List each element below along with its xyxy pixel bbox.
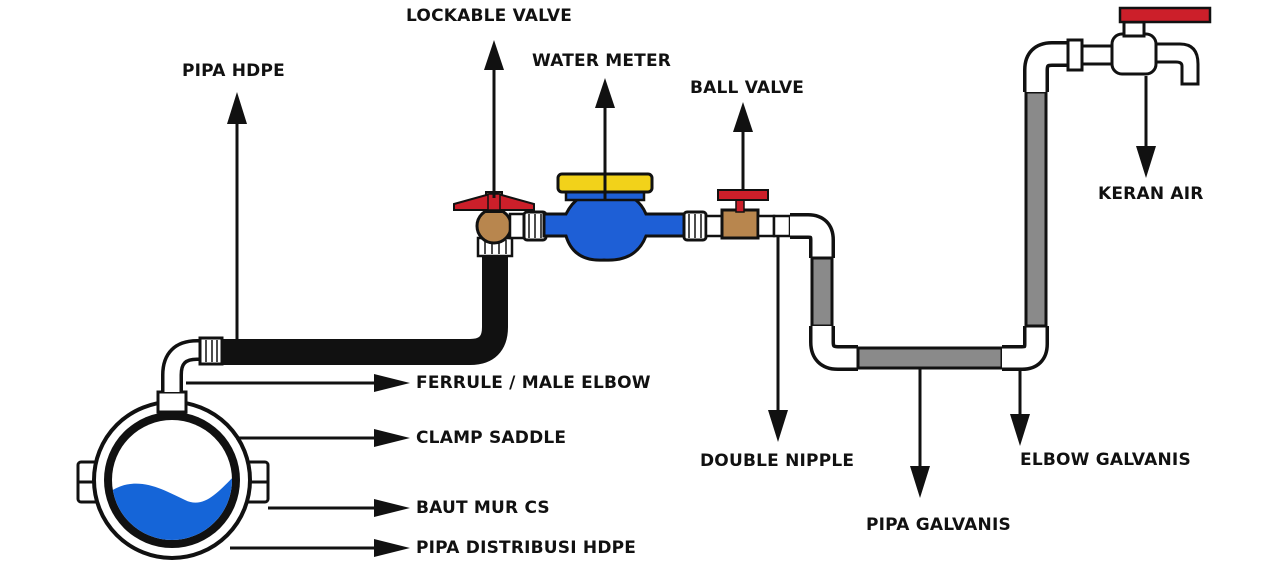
- label-baut-mur-cs: BAUT MUR CS: [416, 498, 550, 518]
- faucet: [1110, 6, 1212, 86]
- galvanized-pipe-run: [772, 38, 1118, 371]
- water-meter: [522, 172, 708, 262]
- label-keran-air: KERAN AIR: [1098, 184, 1204, 204]
- water-meter-body: [542, 190, 686, 262]
- ball-valve-body: [720, 208, 760, 240]
- hdpe-pipe: [222, 252, 508, 365]
- label-pipa-galvanis: PIPA GALVANIS: [866, 515, 1011, 535]
- label-ball-valve: BALL VALVE: [690, 78, 805, 98]
- annotation-arrows: [186, 40, 1156, 557]
- faucet-handle: [1118, 6, 1212, 24]
- ball-valve: [704, 189, 776, 240]
- distribution-pipe: [76, 390, 270, 560]
- pipa-galvanis-horizontal: [856, 346, 1004, 370]
- label-pipa-hdpe: PIPA HDPE: [182, 61, 285, 81]
- label-clamp-saddle: CLAMP SADDLE: [416, 428, 567, 448]
- ferrule-male-elbow: [161, 336, 224, 392]
- label-double-nipple: DOUBLE NIPPLE: [700, 451, 855, 471]
- label-ferrule-male-elbow: FERRULE / MALE ELBOW: [416, 373, 651, 393]
- label-elbow-galvanis: ELBOW GALVANIS: [1020, 450, 1191, 470]
- label-lockable-valve: LOCKABLE VALVE: [406, 6, 573, 26]
- label-pipa-distribusi-hdpe: PIPA DISTRIBUSI HDPE: [416, 538, 637, 558]
- lockable-valve: [453, 191, 535, 245]
- ball-valve-handle: [717, 189, 769, 201]
- label-water-meter: WATER METER: [532, 51, 672, 71]
